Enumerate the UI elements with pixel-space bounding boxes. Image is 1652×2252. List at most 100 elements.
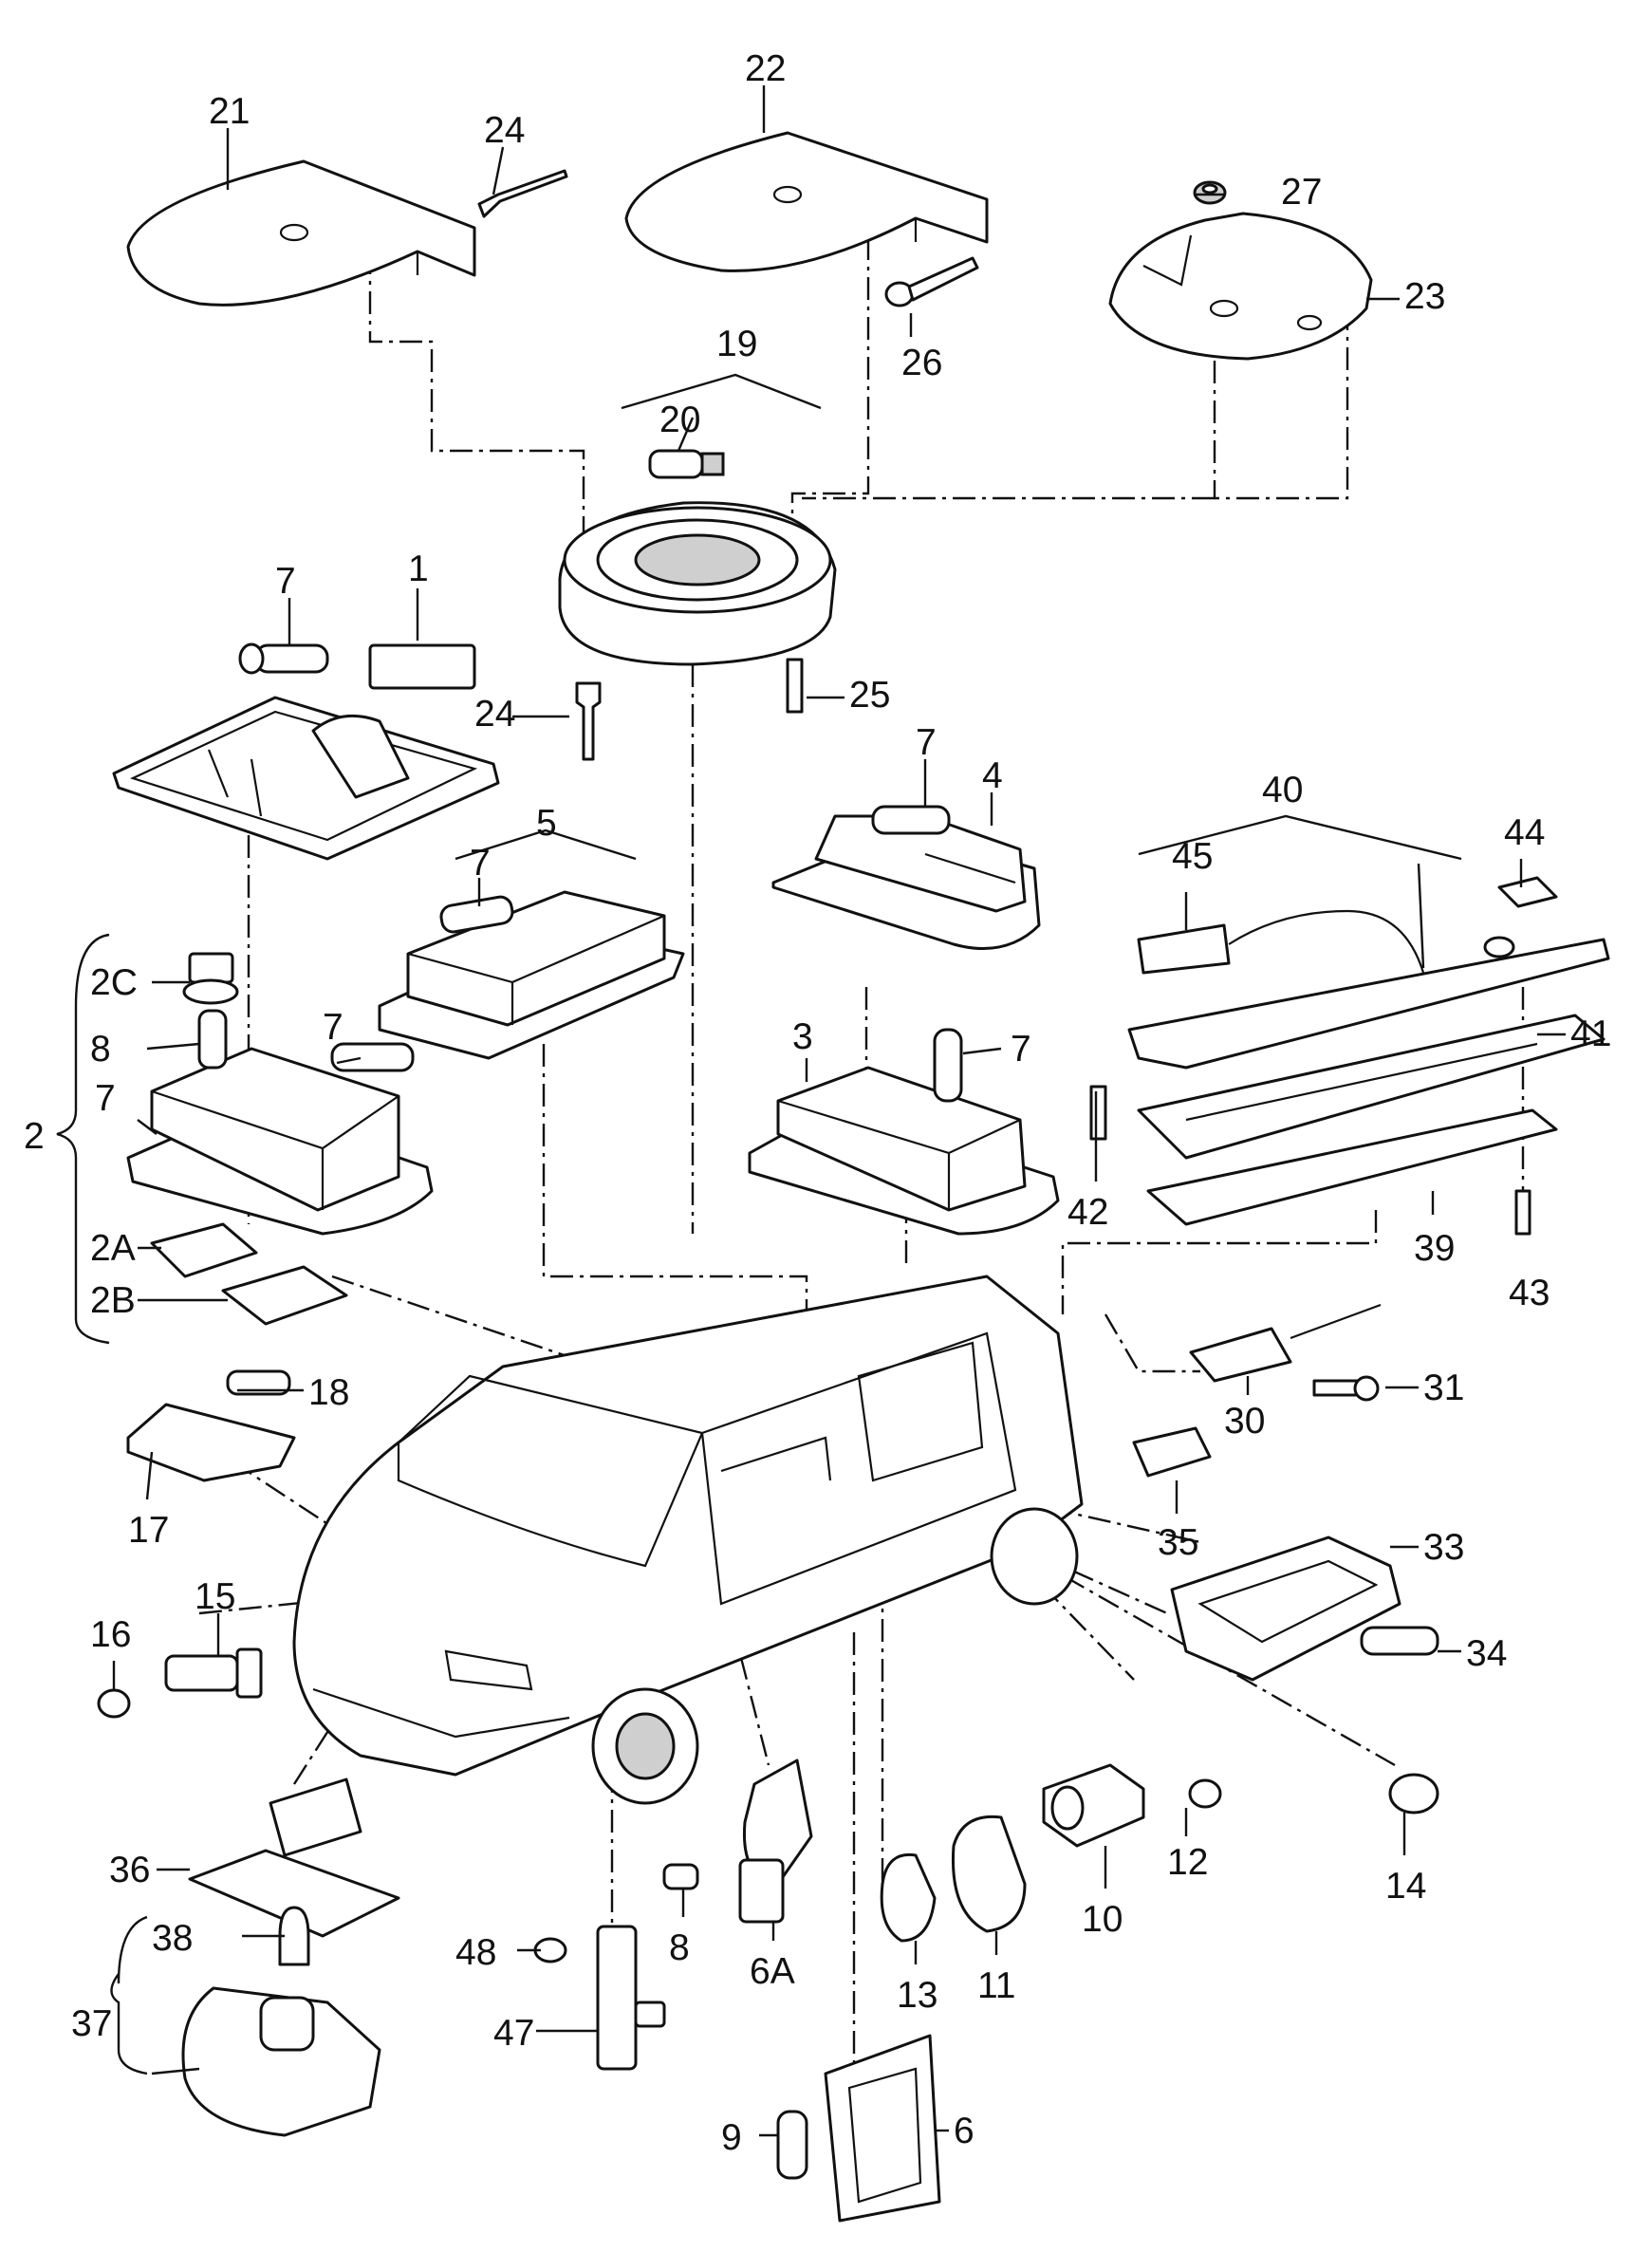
connector-45	[1137, 909, 1425, 975]
callout-7-light-5: 7	[470, 843, 491, 884]
callout-38: 38	[152, 1918, 193, 1959]
callout-45: 45	[1172, 836, 1213, 877]
callout-30: 30	[1224, 1401, 1265, 1442]
callout-34: 34	[1466, 1633, 1507, 1674]
door-light-6A	[738, 1759, 813, 1924]
bulb-7-light-5	[439, 895, 514, 934]
switch-30	[1189, 1303, 1382, 1383]
rivet-24-top	[477, 169, 568, 218]
callout-40: 40	[1262, 770, 1303, 810]
bulb-20	[648, 449, 725, 479]
callout-9: 9	[721, 2117, 742, 2158]
seal-11	[951, 1815, 1027, 1933]
screw-26	[884, 256, 979, 307]
callout-41: 41	[1570, 1014, 1611, 1054]
screw-31	[1312, 1375, 1380, 1402]
callout-23: 23	[1404, 276, 1445, 317]
callout-2A: 2A	[90, 1228, 136, 1269]
plug-14	[1388, 1773, 1439, 1815]
light-assembly-1	[112, 643, 500, 861]
cover-plate-22	[624, 131, 989, 272]
callout-44: 44	[1504, 812, 1545, 853]
cap-12	[1188, 1778, 1222, 1809]
bulb-18	[226, 1369, 291, 1396]
bulb-7-light-2	[330, 1042, 415, 1072]
callout-8-top: 8	[90, 1029, 111, 1070]
bulb-8-top	[197, 1009, 228, 1070]
strip-light-40	[1127, 936, 1610, 1226]
reading-light-17	[126, 1403, 296, 1482]
light-assembly-4	[771, 814, 1041, 950]
dome-light-19	[558, 501, 837, 666]
bulb-7-light-3	[933, 1028, 963, 1103]
callout-24: 24	[474, 694, 515, 735]
callout-48: 48	[455, 1932, 496, 1973]
bulb-16	[97, 1688, 131, 1719]
callout-7-light-3: 7	[1011, 1029, 1031, 1070]
step-light-33	[1170, 1535, 1401, 1682]
callout-31: 31	[1423, 1368, 1464, 1408]
callout-35: 35	[1158, 1522, 1198, 1563]
callout-1: 1	[408, 549, 429, 589]
callout-5: 5	[536, 803, 557, 844]
gasket-13	[880, 1852, 937, 1943]
bulb-9	[776, 2110, 808, 2180]
callout-36: 36	[109, 1850, 150, 1890]
callout-20: 20	[659, 400, 700, 440]
screw-43	[1514, 1189, 1531, 1236]
door-contact-switch-10	[1042, 1763, 1145, 1848]
screw-25	[786, 658, 804, 714]
callout-7-light-4: 7	[916, 722, 937, 763]
callout-19: 19	[716, 324, 757, 364]
bulb-holder-15	[164, 1647, 263, 1699]
callout-7-light-1: 7	[275, 561, 296, 602]
switch-35	[1132, 1426, 1212, 1478]
callout-18: 18	[308, 1372, 349, 1413]
light-assembly-3	[748, 1066, 1060, 1236]
door-light-6	[824, 2034, 941, 2223]
reflector-36	[188, 1777, 400, 1938]
bulb-8-bottom	[662, 1863, 699, 1890]
callout-39: 39	[1414, 1228, 1455, 1269]
callout-7-light-2: 7	[323, 1007, 343, 1048]
callout-25: 25	[849, 675, 890, 716]
callout-42: 42	[1067, 1192, 1108, 1233]
leader-lines	[56, 85, 1566, 2137]
callout-2C: 2C	[90, 962, 138, 1003]
callout-11: 11	[977, 1965, 1016, 2006]
callout-8-bottom: 8	[669, 1927, 690, 1968]
callout-10: 10	[1082, 1899, 1123, 1940]
callout-33: 33	[1423, 1527, 1464, 1568]
lens-2A	[150, 1222, 258, 1278]
callout-13: 13	[897, 1975, 937, 2016]
callout-24-top: 24	[484, 110, 525, 151]
bulb-7-light-4	[871, 805, 951, 835]
light-assembly-5	[378, 890, 685, 1060]
switch-2C	[182, 952, 239, 1005]
callout-6: 6	[954, 2111, 974, 2151]
cover-dome-23	[1108, 212, 1373, 361]
lens-2B	[221, 1265, 348, 1326]
bulb-34	[1360, 1626, 1439, 1656]
licence-light-37	[181, 1986, 381, 2137]
screw-42	[1089, 1085, 1107, 1141]
clip-44	[1497, 876, 1558, 908]
rivet-24	[575, 681, 602, 761]
callout-4: 4	[982, 755, 1003, 796]
callout-labels: 21 24 22 27 23 26 19 20 7 1 24 25 5 7 7 …	[24, 48, 1611, 2158]
van-body	[292, 1275, 1084, 1805]
callout-27: 27	[1281, 172, 1322, 213]
cover-plate-21	[126, 159, 476, 307]
callout-17: 17	[128, 1510, 169, 1551]
callout-47: 47	[493, 2013, 534, 2054]
switch-47	[596, 1925, 666, 2071]
callout-37: 37	[71, 2003, 112, 2044]
callout-16: 16	[90, 1614, 131, 1655]
callout-15: 15	[195, 1576, 235, 1617]
bulb-38	[278, 1906, 310, 1966]
callout-26: 26	[901, 343, 942, 383]
callout-12: 12	[1167, 1842, 1208, 1883]
callout-2B: 2B	[90, 1280, 136, 1321]
bulb-7-light-1	[238, 642, 329, 675]
